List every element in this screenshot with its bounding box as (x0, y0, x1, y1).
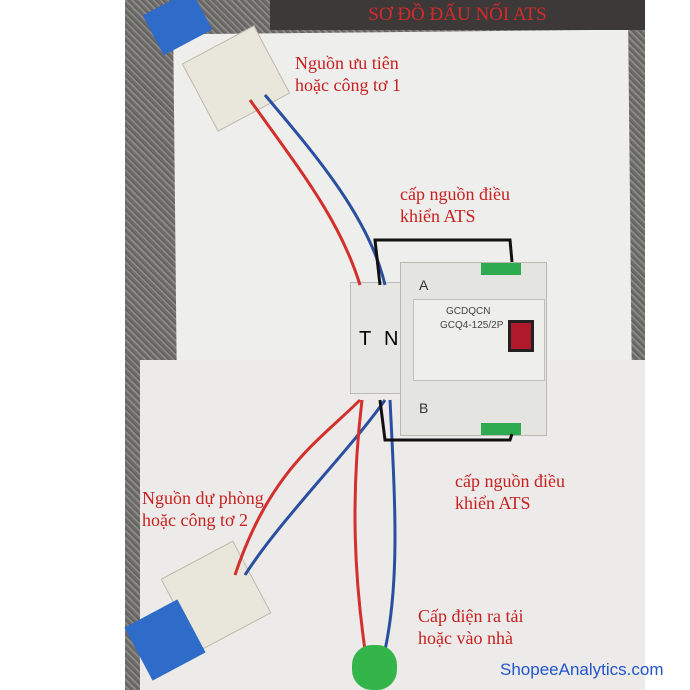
red-switch[interactable] (508, 320, 534, 352)
label-line: khiển ATS (400, 206, 476, 226)
label-load-output: Cấp điện ra tải hoặc vào nhà (418, 605, 523, 649)
label-line: cấp nguồn điều (455, 471, 565, 491)
terminal-block: T N (350, 282, 407, 394)
indicator-lamp (352, 645, 397, 690)
wire-red-bottom (233, 398, 362, 576)
wire-blue-load (383, 399, 397, 651)
label-control-power-bottom: cấp nguồn điều khiển ATS (455, 470, 565, 514)
label-priority-source: Nguồn ưu tiên hoặc công tơ 1 (295, 52, 401, 96)
ats-front-panel: GCDQCN GCQ4-125/2P (413, 299, 545, 381)
terminal-t-label: T (359, 328, 372, 350)
wire-blue-bottom (243, 399, 387, 576)
label-line: cấp nguồn điều (400, 184, 510, 204)
label-backup-source: Nguồn dự phòng hoặc công tơ 2 (142, 487, 264, 531)
terminal-n-label: N (384, 328, 399, 350)
label-control-power-top: cấp nguồn điều khiển ATS (400, 183, 510, 227)
label-line: hoặc công tơ 1 (295, 75, 401, 95)
label-line: khiển ATS (455, 493, 531, 513)
label-line: Cấp điện ra tải (418, 606, 524, 626)
control-terminal-bottom (481, 423, 521, 435)
wire-red-load (353, 399, 367, 651)
wire-red-top (248, 99, 362, 286)
wire-blue-top (263, 94, 387, 286)
brand-label: GCDQCN (446, 306, 491, 317)
label-line: Nguồn ưu tiên (295, 53, 399, 73)
control-terminal-top (481, 263, 521, 275)
port-a-label: A (419, 277, 429, 293)
model-label: GCQ4-125/2P (440, 320, 504, 331)
wire-control-top (373, 238, 514, 286)
ats-device: A B GCDQCN GCQ4-125/2P (400, 262, 547, 436)
label-line: hoặc vào nhà (418, 628, 513, 648)
diagram-title: SƠ ĐỒ ĐẤU NỐI ATS (270, 0, 645, 30)
label-line: hoặc công tơ 2 (142, 510, 248, 530)
port-b-label: B (419, 400, 429, 416)
watermark: ShopeeAnalytics.com (500, 660, 664, 679)
wire-control-bottom (378, 399, 514, 442)
label-line: Nguồn dự phòng (142, 488, 264, 508)
